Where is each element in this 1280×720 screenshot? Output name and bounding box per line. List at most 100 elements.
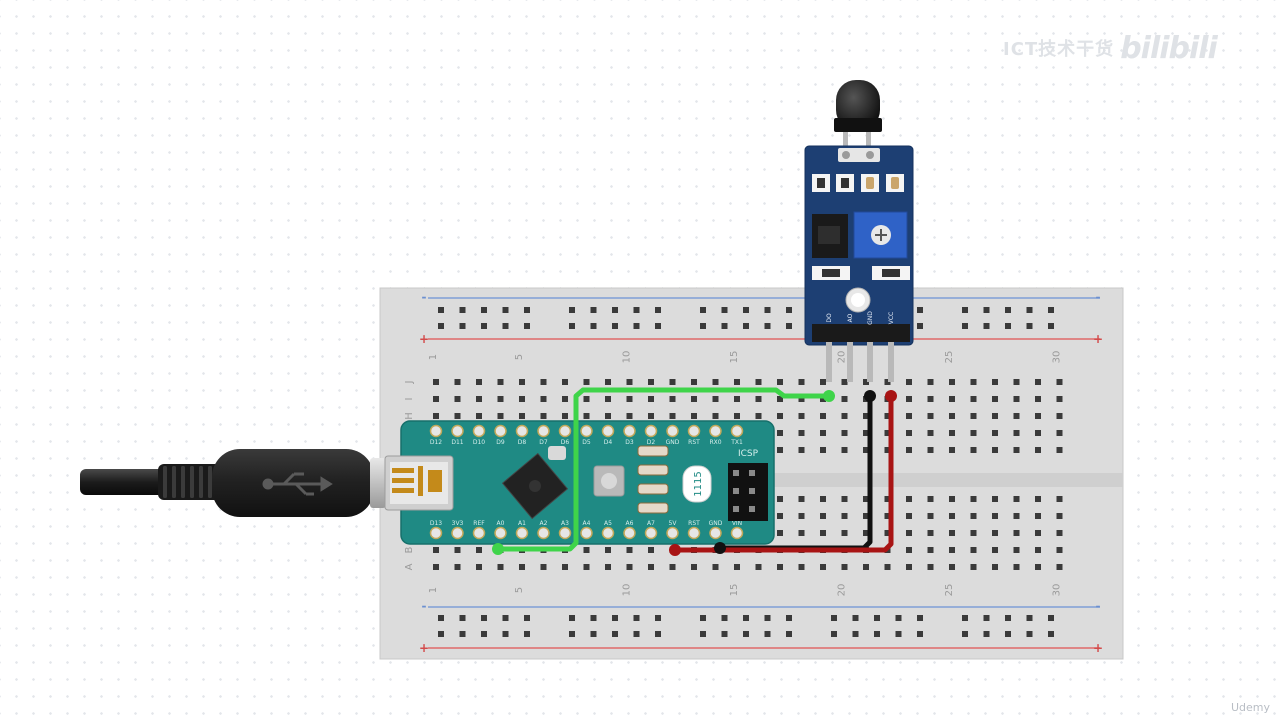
- rail-hole: [524, 615, 530, 621]
- relief-rib: [190, 466, 194, 498]
- rail-hole: [700, 615, 706, 621]
- breadboard-hole: [605, 396, 611, 402]
- breadboard-hole: [798, 564, 805, 570]
- breadboard-hole: [433, 547, 439, 553]
- rail-hole: [852, 631, 859, 637]
- rail-hole: [764, 631, 771, 637]
- breadboard-hole: [798, 413, 805, 419]
- rail-hole: [962, 615, 968, 621]
- arduino-pin: [580, 424, 593, 438]
- rail-hole: [852, 615, 859, 621]
- breadboard-hole: [992, 513, 998, 519]
- breadboard-hole: [949, 496, 955, 502]
- arduino-pin-label: 3V3: [452, 520, 464, 527]
- rail-hole: [569, 615, 575, 621]
- breadboard-hole: [1056, 379, 1063, 385]
- breadboard-hole: [669, 564, 676, 570]
- icsp-label: ICSP: [738, 449, 759, 459]
- rail-hole: [633, 615, 640, 621]
- breadboard-hole: [820, 396, 826, 402]
- breadboard-hole: [1013, 564, 1020, 570]
- arduino-pin-label: A7: [647, 520, 655, 527]
- arduino-pin-label: A5: [604, 520, 612, 527]
- arduino-pin: [730, 526, 744, 540]
- breadboard-labels: 115510101515202025253030JIHGFEDCBA-+-+-+…: [404, 290, 1103, 655]
- breadboard-hole: [820, 379, 826, 385]
- arduino-pin-label: REF: [473, 520, 485, 527]
- breadboard-hole: [454, 379, 461, 385]
- sensor-pcb-parts: [812, 148, 910, 342]
- icsp-pin: [749, 488, 755, 494]
- breadboard-hole: [777, 413, 783, 419]
- breadboard-hole: [863, 447, 869, 453]
- breadboard-hole: [884, 447, 891, 453]
- rail-hole: [895, 615, 902, 621]
- breadboard-hole: [1013, 379, 1020, 385]
- relief-rib: [181, 466, 185, 498]
- breadboard-hole: [691, 413, 697, 419]
- arduino-pin: [580, 526, 593, 540]
- rail-hole: [721, 323, 728, 329]
- rail-hole: [633, 323, 640, 329]
- rail-hole: [1026, 615, 1033, 621]
- breadboard-hole: [497, 564, 504, 570]
- arduino-pin: [429, 526, 443, 540]
- breadboard-hole: [626, 379, 633, 385]
- breadboard-hole: [755, 396, 762, 402]
- breadboard-hole: [992, 447, 998, 453]
- breadboard-hole: [992, 396, 998, 402]
- rail-hole: [983, 631, 990, 637]
- row-letter: I: [404, 398, 415, 401]
- breadboard-hole: [1056, 396, 1063, 402]
- arduino-pin: [515, 424, 529, 438]
- arduino-pin-label: 5V: [669, 520, 678, 527]
- rail-hole: [524, 307, 530, 313]
- bilibili-logo: bilibili: [1120, 30, 1218, 66]
- rail-hole: [743, 323, 749, 329]
- breadboard-hole: [1056, 547, 1063, 553]
- breadboard-hole: [583, 379, 590, 385]
- breadboard-hole: [841, 430, 848, 436]
- column-number: 5: [514, 587, 525, 593]
- arduino-pin-label: D9: [496, 439, 505, 446]
- rail-hole: [569, 307, 575, 313]
- usb-port-traces: [392, 466, 442, 496]
- icsp-header: [728, 463, 768, 521]
- arduino-pin: [644, 424, 658, 438]
- breadboard-hole: [1056, 564, 1063, 570]
- rail-hole: [1026, 323, 1033, 329]
- breadboard-hole: [906, 530, 912, 536]
- breadboard-hole: [970, 396, 977, 402]
- breadboard-hole: [583, 396, 590, 402]
- power-rail-lines: [428, 297, 1100, 649]
- breadboard-hole: [970, 547, 977, 553]
- ir-receiver-base: [834, 118, 882, 132]
- breadboard-hole: [884, 564, 891, 570]
- breadboard-hole: [927, 564, 934, 570]
- breadboard-hole: [583, 564, 590, 570]
- column-number: 1: [428, 354, 439, 360]
- breadboard-hole: [863, 530, 869, 536]
- rail-hole: [831, 631, 837, 637]
- rail-hole: [1026, 631, 1033, 637]
- breadboard-hole: [1056, 413, 1063, 419]
- breadboard-hole: [863, 430, 869, 436]
- rail-hole: [502, 615, 509, 621]
- breadboard-hole: [777, 496, 783, 502]
- breadboard-hole: [798, 496, 805, 502]
- breadboard-hole: [648, 396, 654, 402]
- breadboard-hole: [712, 564, 719, 570]
- row-letter: J: [404, 381, 415, 385]
- breadboard-hole: [433, 396, 439, 402]
- breadboard-hole: [970, 564, 977, 570]
- breadboard-hole: [927, 430, 934, 436]
- breadboard-hole: [691, 396, 697, 402]
- arduino-pin: [666, 424, 679, 438]
- breadboard-hole: [562, 564, 568, 570]
- rail-hole: [962, 307, 968, 313]
- arduino-pin: [558, 526, 572, 540]
- breadboard-hole: [583, 413, 590, 419]
- arduino-pin: [623, 526, 636, 540]
- breadboard-hole: [992, 564, 998, 570]
